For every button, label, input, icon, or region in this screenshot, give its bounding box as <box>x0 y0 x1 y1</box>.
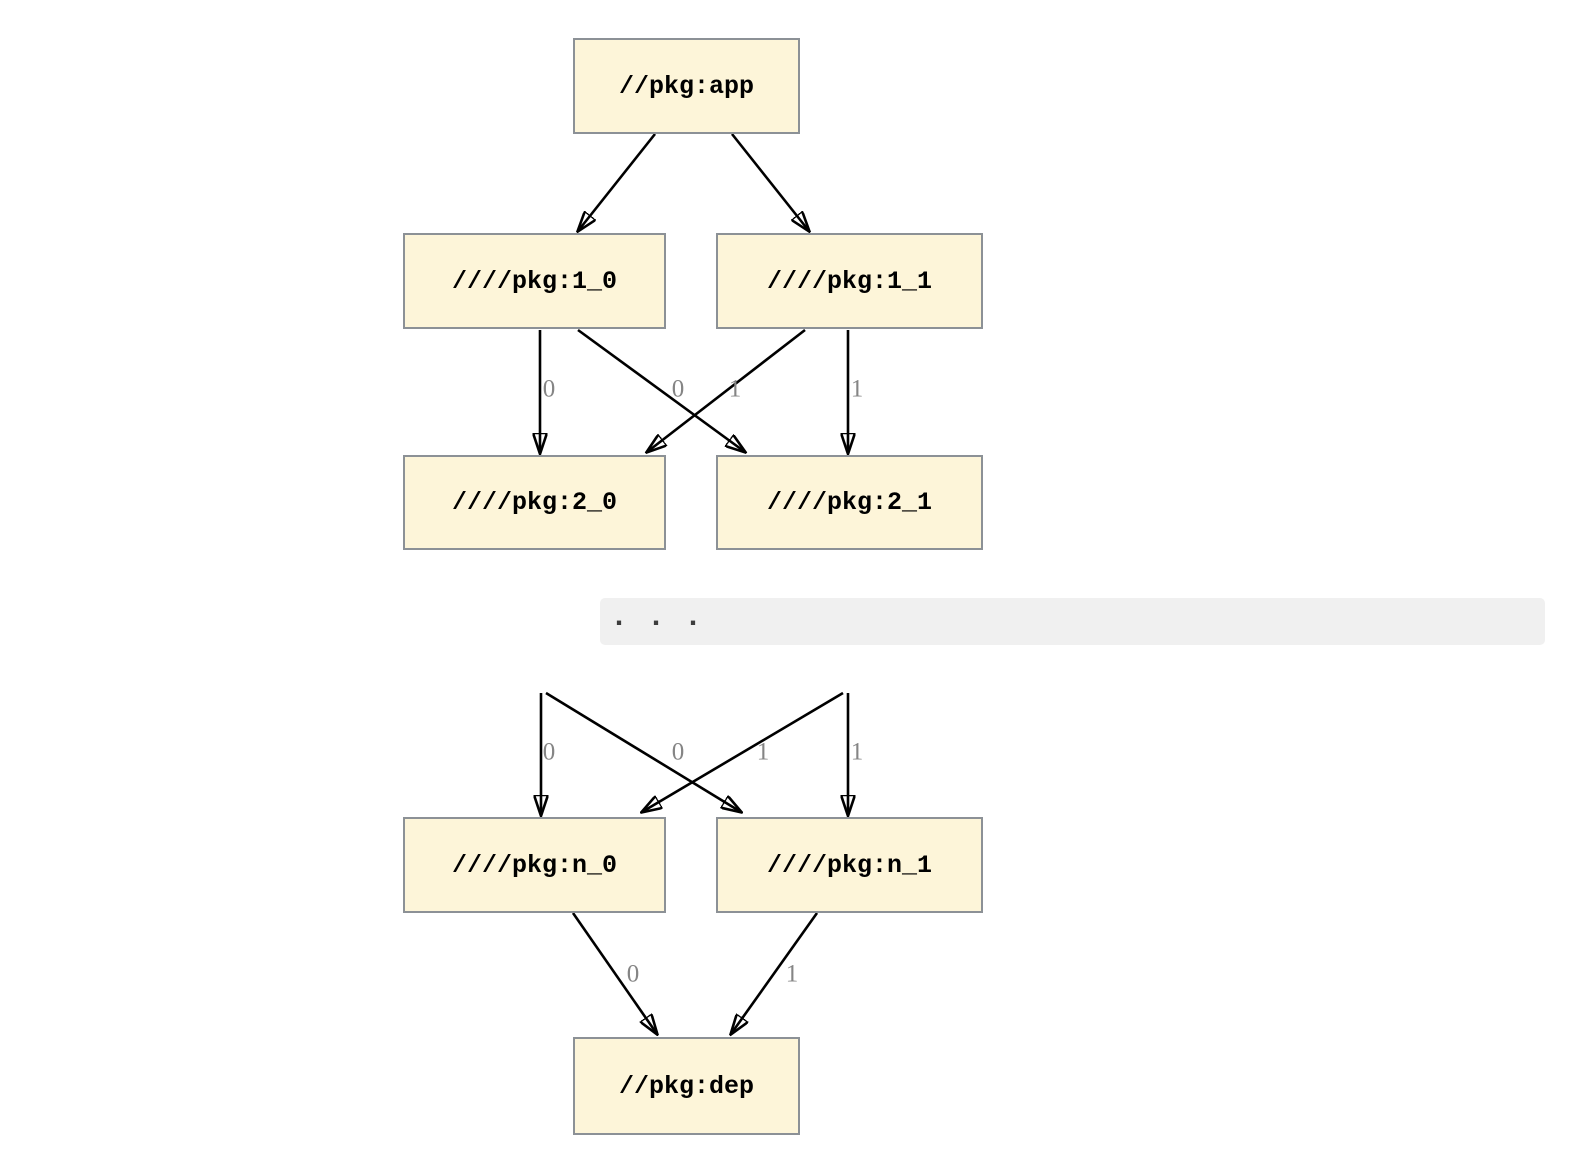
ellipsis-dots: ... <box>610 601 722 635</box>
edge-label-ellipsis-to-n-0-left: 0 <box>542 738 556 766</box>
edge-label-ellipsis-to-n-1-right: 1 <box>850 738 864 766</box>
ellipsis-bar <box>600 598 1545 645</box>
node-pkg-2-1: ////pkg:2_1 <box>716 455 983 550</box>
edge-app-to-1-1 <box>730 133 809 231</box>
node-pkg-dep: //pkg:dep <box>573 1037 800 1135</box>
edge-label-1-1-to-2-1: 1 <box>850 375 864 403</box>
edge-app-to-1-0 <box>578 133 657 231</box>
edge-label-n-1-to-dep: 1 <box>785 960 799 988</box>
edge-label-n-0-to-dep: 0 <box>626 960 640 988</box>
edge-label-1-1-to-2-0: 0 <box>671 375 685 403</box>
node-pkg-app: //pkg:app <box>573 38 800 134</box>
node-pkg-n-1: ////pkg:n_1 <box>716 817 983 913</box>
edge-n-1-to-dep <box>731 912 819 1034</box>
edge-label-ellipsis-to-n-1-cross: 1 <box>756 738 770 766</box>
node-pkg-1-1: ////pkg:1_1 <box>716 233 983 329</box>
edge-1-0-to-2-1 <box>577 328 745 452</box>
node-pkg-1-0: ////pkg:1_0 <box>403 233 666 329</box>
node-pkg-n-0: ////pkg:n_0 <box>403 817 666 913</box>
edge-label-ellipsis-to-n-0-cross: 0 <box>671 738 685 766</box>
edge-n-0-to-dep <box>571 912 657 1034</box>
edge-label-1-0-to-2-1: 1 <box>728 375 742 403</box>
node-pkg-2-0: ////pkg:2_0 <box>403 455 666 550</box>
edge-ellipsis-to-n-1-cross <box>545 691 741 812</box>
edge-label-1-0-to-2-0: 0 <box>542 375 556 403</box>
edge-1-1-to-2-0 <box>647 328 806 452</box>
